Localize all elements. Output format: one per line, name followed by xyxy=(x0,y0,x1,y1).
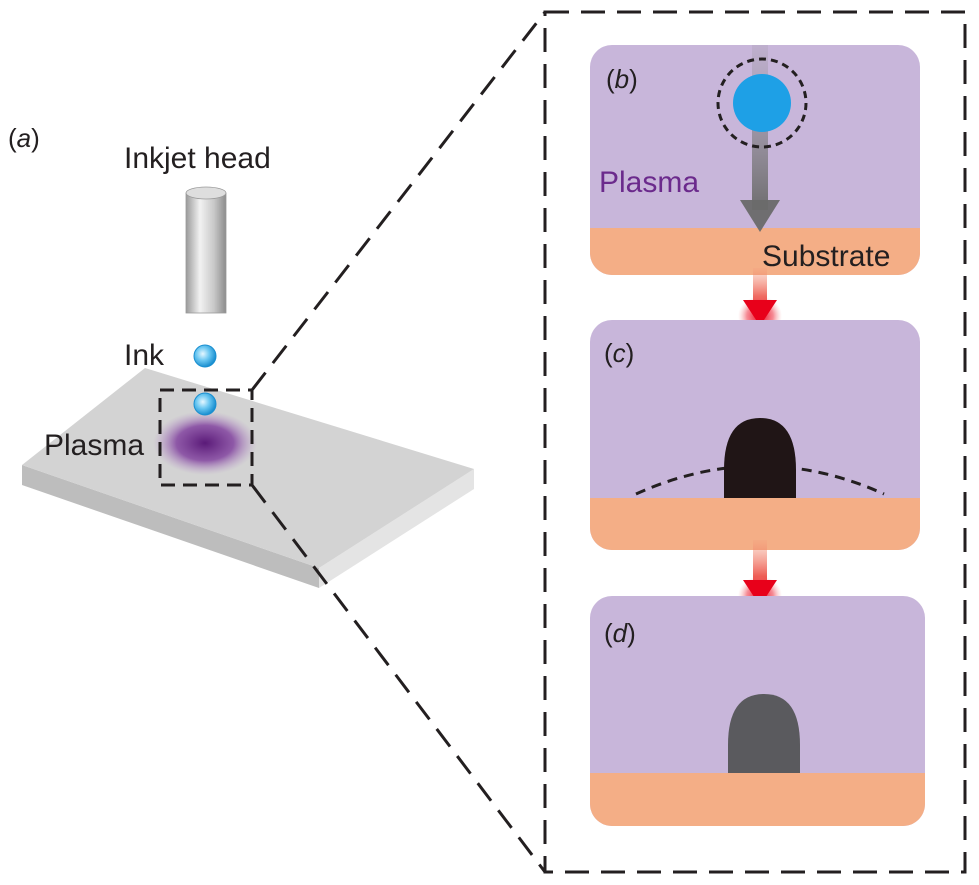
substrate-slab xyxy=(22,368,474,588)
ink-droplet-large-icon xyxy=(733,74,791,132)
ink-label: Ink xyxy=(124,339,165,372)
plasma-label-a: Plasma xyxy=(44,429,144,462)
zoom-frame xyxy=(543,10,967,874)
plasma-label-b: Plasma xyxy=(599,166,699,199)
zoom-region-box xyxy=(158,388,254,487)
plasma-spot xyxy=(153,411,257,475)
ink-droplet-icon xyxy=(193,344,217,368)
panel-c: (c) xyxy=(590,320,920,550)
solvation-shell xyxy=(716,57,808,149)
zoom-connector-top xyxy=(250,11,547,391)
panel-d: (d) xyxy=(590,596,925,826)
ink-deposit-wet xyxy=(724,418,796,498)
ink-deposit-dried xyxy=(728,694,800,773)
inkjet-head-icon xyxy=(185,186,227,314)
substrate-label: Substrate xyxy=(762,240,890,273)
panel-c-label: (c) xyxy=(604,338,634,368)
panel-a: (a) Inkjet head Ink Plasma xyxy=(8,123,474,588)
ink-droplet-landing-icon xyxy=(193,392,217,416)
zoom-connector-bottom xyxy=(250,484,547,873)
panel-a-label: (a) xyxy=(8,123,40,153)
panel-b: (b) Plasma Substrate xyxy=(590,45,920,275)
inkjet-head-label: Inkjet head xyxy=(124,142,271,175)
panel-d-label: (d) xyxy=(604,618,636,648)
panel-b-label: (b) xyxy=(606,64,638,94)
